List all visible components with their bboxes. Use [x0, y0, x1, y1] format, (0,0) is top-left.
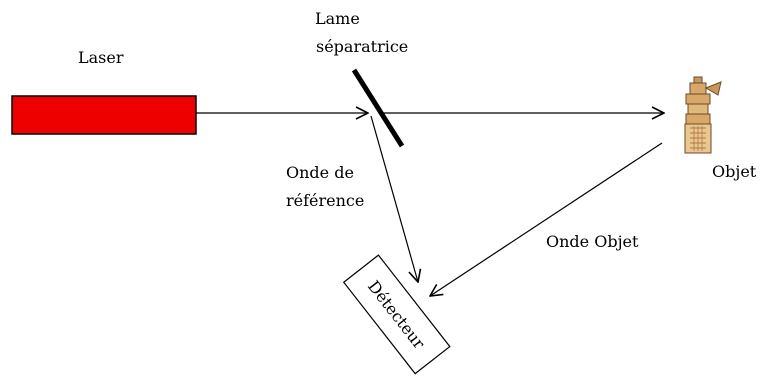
- beam-splitter-label-line2: séparatrice: [316, 37, 409, 56]
- beam-splitter-label-line1: Lame: [315, 9, 360, 28]
- reference-wave-label-line2: référence: [286, 191, 365, 210]
- object-wave-beam: [430, 142, 663, 296]
- object-wave-label: Onde Objet: [546, 232, 639, 251]
- detector: Détecteur: [342, 254, 451, 375]
- laser-label: Laser: [78, 48, 124, 67]
- reference-wave-beam: [370, 115, 418, 282]
- object-label: Objet: [712, 162, 757, 181]
- object-figure: [684, 76, 722, 154]
- beam-splitter: [351, 68, 405, 148]
- laser-source: [11, 95, 197, 135]
- reference-wave-label-line1: Onde de: [286, 163, 354, 182]
